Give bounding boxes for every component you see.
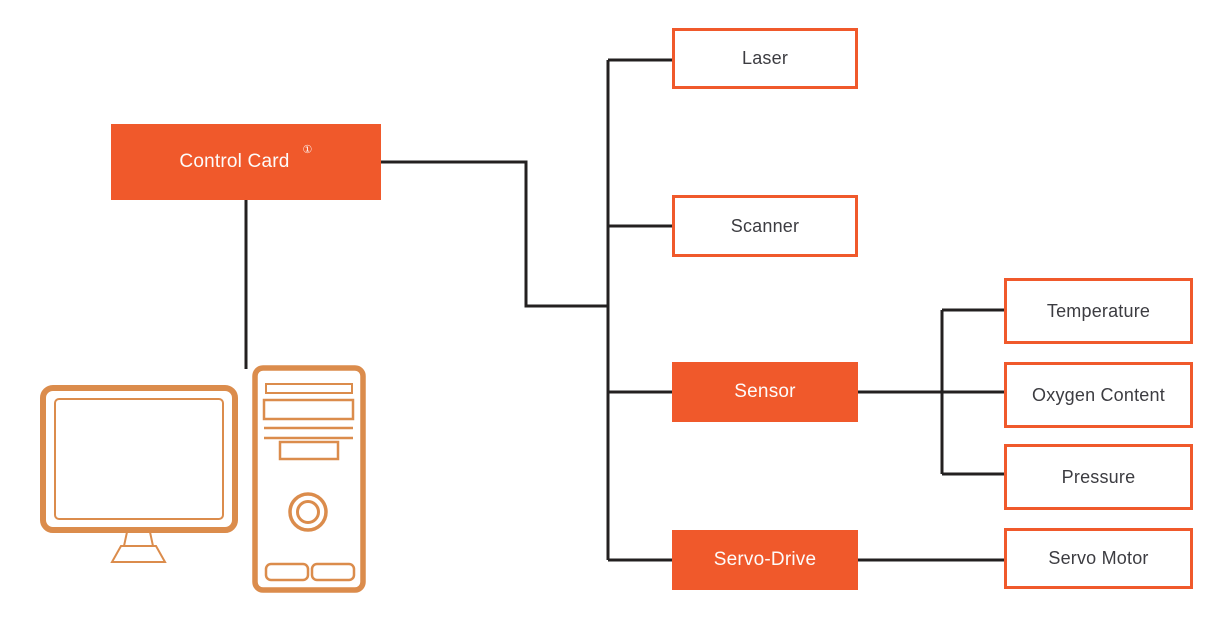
computer-tower-icon (252, 365, 366, 593)
circled-one-superscript: ① (302, 143, 313, 156)
node-servo-motor: Servo Motor (1004, 528, 1193, 589)
node-temperature-label: Temperature (1046, 300, 1151, 321)
connector-lines (244, 58, 1004, 562)
node-servo-drive: Servo-Drive (672, 530, 858, 590)
node-scanner-label: Scanner (730, 215, 800, 236)
node-control-card-label: Control Card (179, 151, 290, 172)
node-oxygen-content: Oxygen Content (1004, 362, 1193, 428)
edge-controlcard-trunk (381, 160, 608, 308)
computer-icon (40, 365, 366, 593)
node-pressure: Pressure (1004, 444, 1193, 510)
node-laser-label: Laser (741, 48, 789, 68)
computer-monitor-icon (40, 385, 238, 563)
node-sensor: Sensor (672, 362, 858, 422)
node-sensor-label: Sensor (734, 381, 796, 402)
node-laser: Laser (672, 28, 858, 89)
node-control-card: Control Card ① (111, 124, 381, 200)
node-scanner: Scanner (672, 195, 858, 257)
node-servo-motor-label: Servo Motor (1048, 548, 1149, 568)
node-pressure-label: Pressure (1061, 466, 1136, 487)
node-temperature: Temperature (1004, 278, 1193, 344)
node-oxygen-content-label: Oxygen Content (1032, 384, 1165, 405)
node-servo-drive-label: Servo-Drive (713, 549, 817, 570)
